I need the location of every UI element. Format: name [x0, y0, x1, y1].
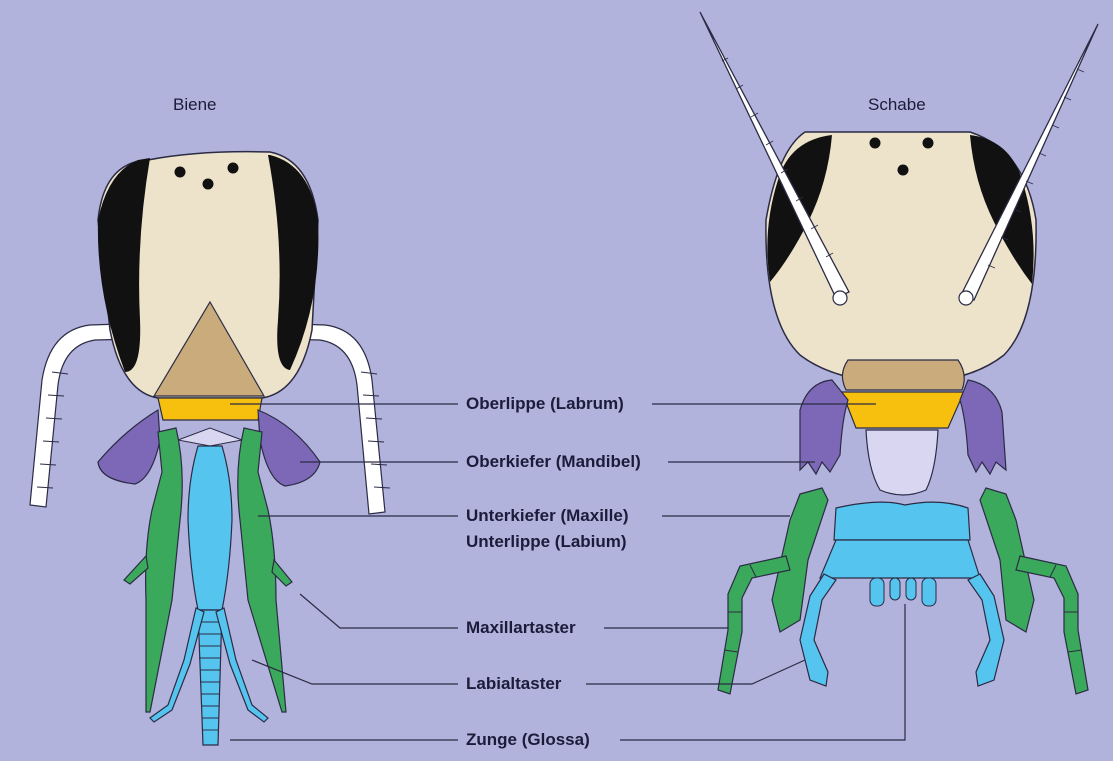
label-maxillary-palp: Maxillartaster: [466, 618, 576, 638]
bee-title: Biene: [173, 95, 216, 115]
roach-labrum: [842, 392, 964, 428]
roach-mandible-right: [960, 380, 1006, 474]
roach-hypopharynx: [866, 430, 938, 495]
bee-glossa: [198, 610, 222, 745]
roach-labium-upper: [834, 502, 970, 540]
bee-figure: [30, 152, 390, 745]
label-mandible: Oberkiefer (Mandibel): [466, 452, 641, 472]
roach-mandible-left: [800, 380, 848, 474]
roach-labium-lower: [820, 540, 980, 578]
label-glossa: Zunge (Glossa): [466, 730, 590, 750]
roach-labial-palp-left: [800, 574, 836, 686]
bee-mandible-left: [98, 410, 160, 484]
bee-hypopharynx: [178, 428, 242, 446]
label-maxilla: Unterkiefer (Maxille): [466, 506, 629, 526]
label-labium: Unterlippe (Labium): [466, 532, 627, 552]
roach-title: Schabe: [868, 95, 926, 115]
bee-labrum: [158, 398, 262, 420]
roach-clypeus: [842, 360, 964, 390]
bee-maxilla-left: [146, 428, 183, 712]
roach-antenna-socket-right: [959, 291, 973, 305]
label-labial-palp: Labialtaster: [466, 674, 561, 694]
label-labrum: Oberlippe (Labrum): [466, 394, 624, 414]
roach-antenna-socket-left: [833, 291, 847, 305]
roach-glossa-lobes: [870, 578, 936, 606]
roach-labial-palp-right: [968, 574, 1004, 686]
bee-maxillary-palp-left: [124, 556, 148, 584]
bee-mandible-right: [258, 410, 320, 486]
bee-labium: [188, 446, 232, 610]
